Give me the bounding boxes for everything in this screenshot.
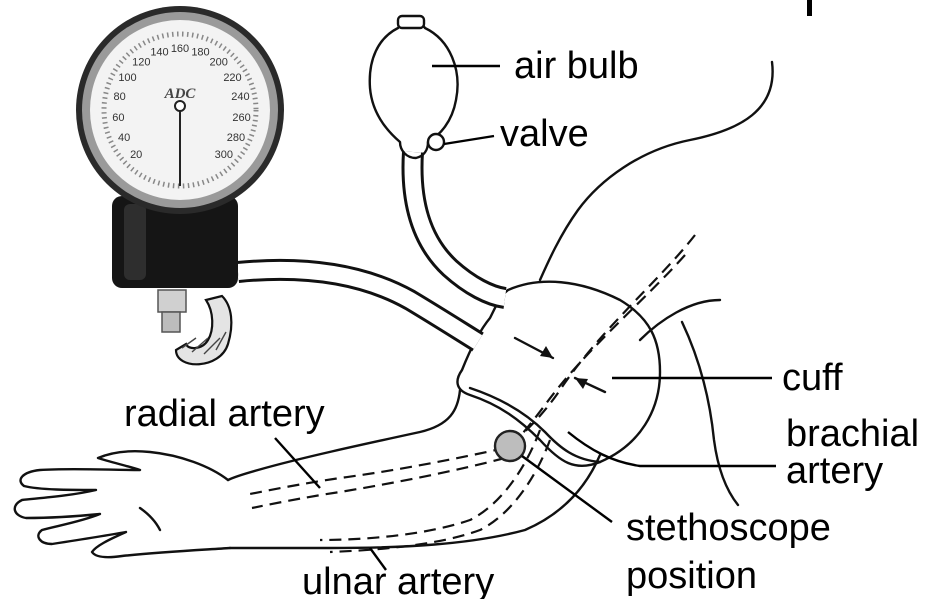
label-stethoscope-line2: position	[626, 555, 757, 597]
gauge-nipple	[162, 312, 180, 332]
gauge-tick-label: 180	[191, 47, 209, 59]
stethoscope-leader	[522, 456, 612, 522]
radial-artery-line-b	[252, 458, 505, 508]
gauge-tick-label: 120	[132, 57, 150, 69]
label-radial-artery: radial artery	[124, 393, 325, 435]
label-air-bulb: air bulb	[514, 45, 639, 87]
gauge-tick-label: 40	[118, 132, 130, 144]
cuff	[457, 282, 660, 466]
gauge-tick-label: 200	[210, 57, 228, 69]
cuff-body	[457, 282, 660, 466]
gauge-nut	[158, 290, 186, 312]
gauge-tick-label: 160	[171, 43, 189, 55]
gauge-tick-label: 60	[112, 112, 124, 124]
radial-artery-line-a	[250, 448, 505, 494]
bulb-tube-inner	[412, 152, 505, 298]
gauge-tick-label: 100	[118, 72, 136, 84]
hand-outline	[15, 451, 230, 557]
gauge-needle-hub	[175, 101, 185, 111]
stethoscope-head	[495, 431, 525, 461]
gauge-tick-label: 280	[227, 132, 245, 144]
label-brachial-line2: artery	[786, 450, 883, 492]
gauge-tick-label: 20	[130, 149, 142, 161]
valve-leader	[444, 136, 494, 144]
gauge-tick-label: 220	[223, 72, 241, 84]
label-cuff: cuff	[782, 357, 843, 399]
air-bulb-assembly	[370, 16, 458, 158]
cuff-band	[470, 388, 600, 462]
neck-outline	[540, 62, 773, 280]
label-valve: valve	[500, 113, 589, 155]
gauge-tick-label: 240	[231, 91, 249, 103]
valve-knob	[428, 134, 444, 150]
label-brachial-line1: brachial	[786, 413, 919, 455]
back-outline	[682, 322, 738, 505]
wrist-crease	[140, 508, 160, 530]
gauge-stem-highlight	[124, 204, 146, 280]
gauge-tick-label: 140	[150, 47, 168, 59]
air-bulb-nozzle	[398, 16, 424, 28]
gauge-tick-label: 260	[232, 112, 250, 124]
gauge-tick-label: 80	[113, 91, 125, 103]
corner-mark	[807, 0, 812, 16]
label-stethoscope-line1: stethoscope	[626, 507, 831, 549]
label-ulnar-artery: ulnar artery	[302, 561, 494, 599]
air-bulb	[370, 21, 458, 159]
tubes	[238, 152, 505, 342]
gauge-tick-label: 300	[215, 149, 233, 161]
gauge-brand: ADC	[164, 86, 197, 102]
